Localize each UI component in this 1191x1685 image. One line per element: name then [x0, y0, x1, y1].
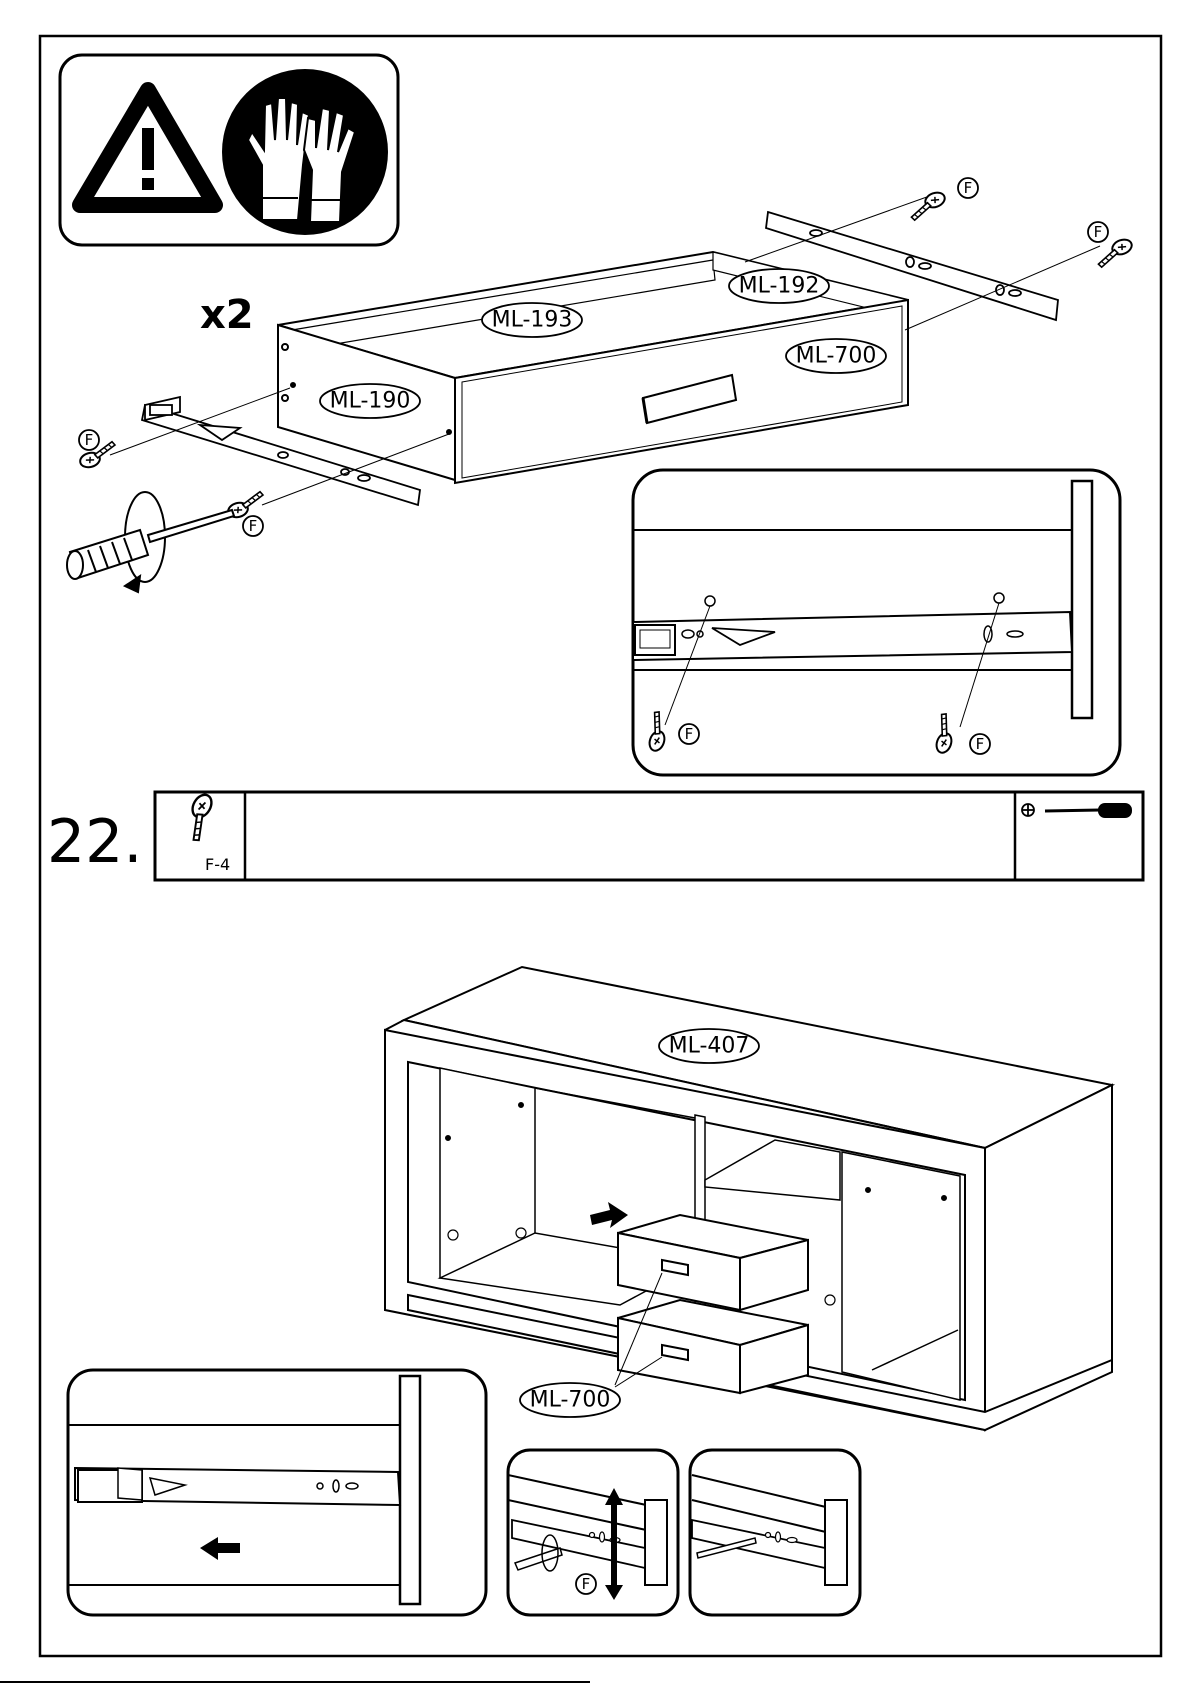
svg-text:ML-700: ML-700 [530, 1388, 611, 1413]
fitting-code: F-4 [205, 855, 230, 874]
label-ml-192: ML-192 [729, 269, 829, 303]
svg-text:F: F [582, 1575, 591, 1593]
rail-fixed-detail [690, 1450, 860, 1615]
screw-letter: F [79, 430, 99, 450]
label-ml-190: ML-190 [320, 384, 420, 418]
screw-letter: F [970, 734, 990, 754]
svg-text:F: F [249, 517, 258, 535]
rail-detail-view [633, 470, 1120, 775]
label-ml-407: ML-407 [659, 1029, 759, 1063]
svg-text:ML-700: ML-700 [796, 344, 877, 369]
svg-text:F: F [976, 735, 985, 753]
svg-text:ML-192: ML-192 [739, 274, 820, 299]
screw-letter: F [576, 1574, 596, 1594]
svg-text:ML-193: ML-193 [492, 308, 573, 333]
svg-text:ML-407: ML-407 [669, 1034, 750, 1059]
safety-badge [60, 55, 398, 245]
svg-text:F: F [1094, 223, 1103, 241]
rail-release-detail [68, 1370, 486, 1615]
svg-text:ML-190: ML-190 [330, 389, 411, 414]
multiplier-label: x2 [200, 292, 254, 338]
svg-text:F: F [685, 725, 694, 743]
screw-icon [906, 190, 948, 221]
step-banner [155, 792, 1143, 880]
screw-letter: F [243, 516, 263, 536]
screwdriver-icon [67, 492, 234, 592]
svg-text:F: F [964, 179, 973, 197]
svg-text:F: F [85, 431, 94, 449]
screw-letter: F [1088, 222, 1108, 242]
label-ml-193: ML-193 [482, 303, 582, 337]
label-ml-700-drawer: ML-700 [786, 339, 886, 373]
step-number: 22. [47, 807, 142, 877]
screw-letter: F [679, 724, 699, 744]
phillips-icon [1022, 804, 1034, 816]
screw-letter: F [958, 178, 978, 198]
label-ml-700-cabinet: ML-700 [520, 1383, 620, 1417]
gloves-icon [222, 69, 388, 235]
